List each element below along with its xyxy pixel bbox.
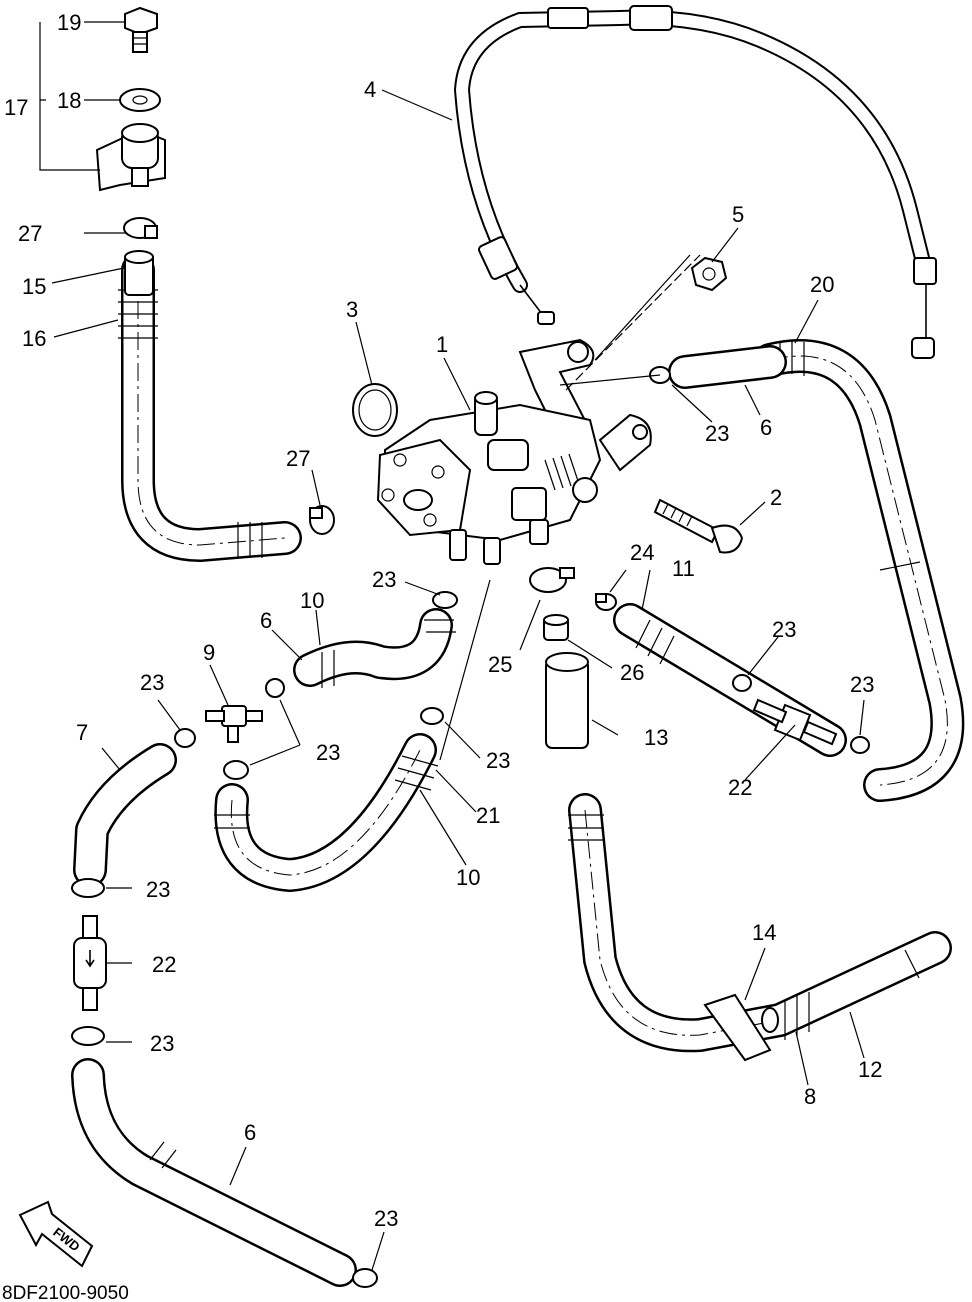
callout-13: 13	[644, 725, 668, 750]
callout-numbers: 19 18 17 27 15 16 4 5 3 1 20 23 6 2 27 2…	[4, 10, 882, 1231]
bolt-19	[124, 6, 158, 53]
hose-end-15	[124, 250, 154, 296]
hose-13	[545, 652, 589, 749]
callout-26: 26	[620, 660, 644, 685]
callout-2: 2	[770, 485, 782, 510]
clamp-27-middle	[309, 505, 335, 535]
callout-10-lower: 10	[456, 865, 480, 890]
callout-3: 3	[346, 297, 358, 322]
grommet-18	[119, 88, 161, 112]
callout-18: 18	[57, 88, 81, 113]
callout-5: 5	[732, 202, 744, 227]
callout-7: 7	[76, 720, 88, 745]
callout-23-j: 23	[374, 1206, 398, 1231]
callout-23-i: 23	[150, 1031, 174, 1056]
callout-22-left: 22	[152, 952, 176, 977]
callout-23-c: 23	[772, 617, 796, 642]
clamp-24	[595, 593, 617, 611]
callout-23-e: 23	[140, 670, 164, 695]
fwd-arrow-icon: FWD	[18, 1200, 94, 1268]
callout-10-upper: 10	[300, 588, 324, 613]
damper-17	[95, 123, 166, 192]
clamp-25	[529, 567, 575, 593]
callout-23-a: 23	[705, 421, 729, 446]
callout-23-h: 23	[146, 877, 170, 902]
callout-20: 20	[810, 272, 834, 297]
throttle-cable-4	[453, 5, 937, 359]
callout-23-f: 23	[316, 740, 340, 765]
hose-10-upper	[293, 608, 456, 688]
joint-9	[205, 705, 263, 743]
callout-15: 15	[22, 274, 46, 299]
hose-16	[118, 253, 302, 562]
callout-23-b: 23	[372, 567, 396, 592]
callout-9: 9	[203, 640, 215, 665]
callout-16: 16	[22, 326, 46, 351]
clamp-23-21	[420, 707, 444, 725]
hose-6-bottom	[71, 1058, 357, 1287]
clamp-23-left-a	[71, 878, 105, 898]
check-valve-22-left	[73, 915, 107, 1011]
diagram-code: 8DF2100-9050	[2, 1283, 129, 1302]
callout-6-middle: 6	[260, 608, 272, 633]
hose-12	[568, 793, 952, 1053]
oil-pump-body	[376, 338, 652, 565]
callout-14: 14	[752, 920, 776, 945]
sleeve-8	[761, 1007, 779, 1033]
callout-19: 19	[57, 10, 81, 35]
callout-6-bottom: 6	[244, 1120, 256, 1145]
hose-7	[73, 743, 177, 887]
callout-6-right: 6	[760, 415, 772, 440]
o-ring-3	[352, 383, 398, 437]
hose-10-lower	[214, 733, 439, 892]
callout-12: 12	[858, 1057, 882, 1082]
cap-26	[543, 614, 569, 641]
clamp-23-mid	[432, 591, 458, 609]
bracket-14	[703, 993, 772, 1062]
bolt-2	[653, 498, 744, 554]
callout-24: 24	[630, 540, 654, 565]
callout-11: 11	[672, 556, 695, 581]
callout-25: 25	[488, 652, 512, 677]
hose-6-right	[668, 345, 787, 389]
leader-lines	[39, 21, 865, 1271]
clamp-27-top	[123, 217, 158, 239]
clamp-23-j9-right	[265, 678, 285, 698]
callout-17: 17	[4, 95, 28, 120]
callout-8: 8	[804, 1084, 816, 1109]
callout-4: 4	[364, 77, 376, 102]
clamp-23-left-b	[71, 1026, 105, 1046]
callout-23-d: 23	[850, 672, 874, 697]
callout-23-g: 23	[486, 748, 510, 773]
callout-27-middle: 27	[286, 446, 310, 471]
check-valve-22-right	[752, 698, 838, 746]
clamp-23-right	[850, 736, 870, 754]
clamp-23-bottom	[352, 1268, 378, 1288]
clamp-23-j9-bottom	[223, 760, 249, 780]
callout-27-top: 27	[18, 221, 42, 246]
callout-1: 1	[436, 332, 448, 357]
nut-5	[690, 256, 728, 292]
clamp-23-11	[732, 674, 752, 692]
callout-21: 21	[476, 803, 500, 828]
clamp-23-j9	[174, 728, 196, 748]
callout-22-right: 22	[728, 775, 752, 800]
